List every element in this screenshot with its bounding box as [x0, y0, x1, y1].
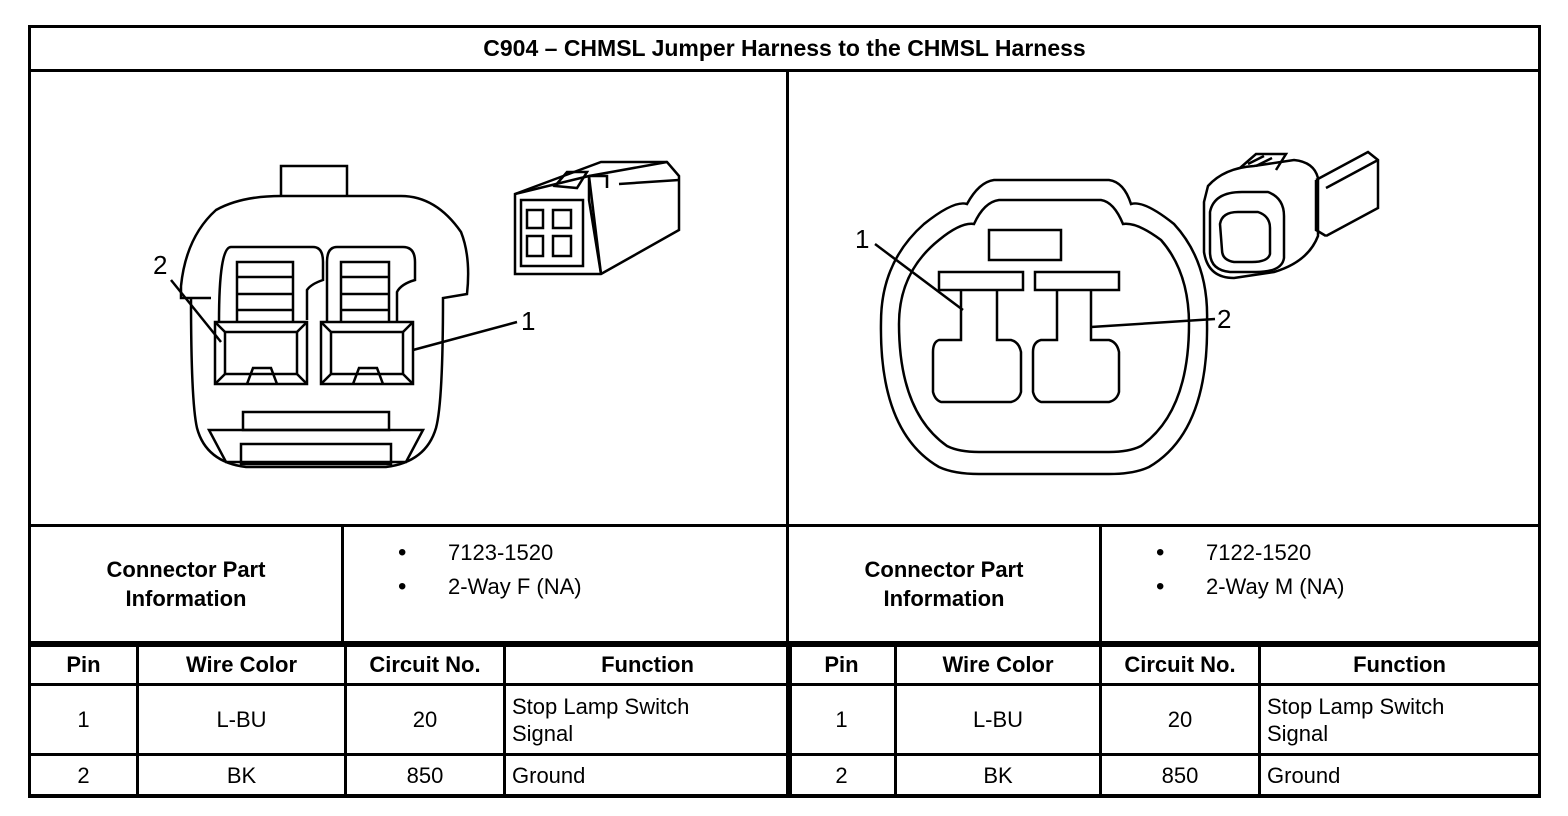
right-row1-function: Stop Lamp Switch Signal	[1258, 683, 1541, 756]
right-row1-circuit: 20	[1099, 683, 1261, 756]
left-row1-wire-color: L-BU	[136, 683, 347, 756]
female-connector-3d-icon	[513, 160, 681, 276]
right-row2-wire-color: BK	[894, 753, 1102, 798]
table-row: 1 L-BU 20 Stop Lamp Switch Signal	[28, 683, 792, 756]
left-info-label-line1: Connector Part	[106, 557, 266, 582]
connector-sheet: C904 – CHMSL Jumper Harness to the CHMSL…	[28, 25, 1541, 798]
right-diagram-cell: 1 2	[789, 72, 1538, 527]
table-row: 2 BK 850 Ground	[786, 753, 1541, 798]
right-header-pin: Pin	[786, 644, 897, 686]
left-connector-info-label: Connector Part Information	[31, 527, 344, 641]
connector-info-row: Connector Part Information 7123-1520 2-W…	[31, 527, 1538, 644]
right-row1-function-line2: Signal	[1267, 720, 1329, 746]
left-header-function: Function	[503, 644, 792, 686]
table-row: 1 L-BU 20 Stop Lamp Switch Signal	[786, 683, 1541, 756]
left-part-number: 7123-1520	[344, 539, 786, 573]
right-pin-label-2: 2	[1217, 304, 1231, 334]
left-header-circuit: Circuit No.	[344, 644, 506, 686]
right-pin-label-1: 1	[855, 224, 869, 254]
right-pin-table: Pin Wire Color Circuit No. Function 1 L-…	[786, 644, 1541, 798]
left-header-pin: Pin	[28, 644, 139, 686]
left-row1-pin: 1	[28, 683, 139, 756]
right-row1-wire-color: L-BU	[894, 683, 1102, 756]
left-row2-wire-color: BK	[136, 753, 347, 798]
left-diagram-cell: 2 1	[31, 72, 789, 527]
right-part-description: 2-Way M (NA)	[1102, 573, 1538, 607]
right-row2-function: Ground	[1258, 753, 1541, 798]
left-pin-table: Pin Wire Color Circuit No. Function 1 L-…	[28, 644, 792, 798]
right-part-number: 7122-1520	[1102, 539, 1538, 573]
right-row1-function-line1: Stop Lamp Switch	[1267, 693, 1445, 719]
left-row1-function-line1: Stop Lamp Switch	[512, 693, 690, 719]
right-info-label-line1: Connector Part	[864, 557, 1024, 582]
right-connector-info-label: Connector Part Information	[789, 527, 1102, 641]
left-info-label-line2: Information	[125, 586, 247, 611]
left-row2-function: Ground	[503, 753, 792, 798]
right-row2-circuit: 850	[1099, 753, 1261, 798]
female-connector-face-icon: 2 1	[153, 164, 535, 469]
right-connector-part-info: 7122-1520 2-Way M (NA)	[1102, 527, 1538, 641]
left-row1-function: Stop Lamp Switch Signal	[503, 683, 792, 756]
left-row1-circuit: 20	[344, 683, 506, 756]
left-row2-circuit: 850	[344, 753, 506, 798]
right-header-circuit: Circuit No.	[1099, 644, 1261, 686]
left-header-wire-color: Wire Color	[136, 644, 347, 686]
male-connector-face-icon: 1 2	[855, 178, 1231, 476]
male-connector-3d-icon	[1202, 150, 1380, 280]
left-connector-part-info: 7123-1520 2-Way F (NA)	[344, 527, 789, 641]
left-row2-pin: 2	[28, 753, 139, 798]
left-row1-function-line2: Signal	[512, 720, 574, 746]
right-info-label-line2: Information	[883, 586, 1005, 611]
left-part-description: 2-Way F (NA)	[344, 573, 786, 607]
right-header-wire-color: Wire Color	[894, 644, 1102, 686]
left-pin-label-2: 2	[153, 250, 167, 280]
table-row: 2 BK 850 Ground	[28, 753, 792, 798]
left-pin-label-1: 1	[521, 306, 535, 336]
page-title: C904 – CHMSL Jumper Harness to the CHMSL…	[31, 28, 1538, 72]
right-row2-pin: 2	[786, 753, 897, 798]
right-row1-pin: 1	[786, 683, 897, 756]
right-header-function: Function	[1258, 644, 1541, 686]
